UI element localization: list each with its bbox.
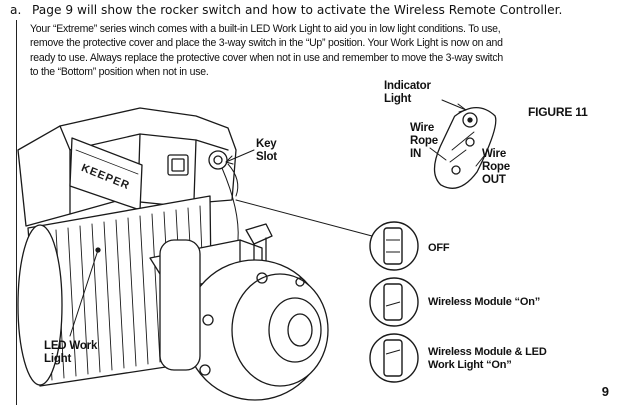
page-number: 9	[601, 384, 609, 399]
paragraph-line: Your “Extreme” series winch comes with a…	[30, 23, 501, 35]
switch-label-off: OFF	[428, 242, 450, 254]
rocker-switch-off	[369, 221, 419, 271]
label-line: Rope	[482, 161, 510, 173]
key-slot-label: Key Slot	[256, 138, 277, 164]
label-line: Rope	[410, 135, 438, 147]
intro-line: a. Page 9 will show the rocker switch and…	[10, 2, 630, 18]
switch-label-wireless-led: Wireless Module & LED Work Light “On”	[428, 346, 547, 372]
wire-rope-in-label: Wire Rope IN	[410, 122, 438, 161]
manual-page-border	[16, 20, 621, 405]
label-line: LED Work	[44, 340, 98, 352]
instructions-paragraph: Your “Extreme” series winch comes with a…	[30, 22, 621, 79]
figure-title: FIGURE 11	[528, 105, 588, 119]
label-line: Work Light “On”	[428, 359, 512, 371]
label-line: Slot	[256, 151, 277, 163]
indicator-light-label: Indicator Light	[384, 80, 431, 106]
label-line: OUT	[482, 174, 506, 186]
label-line: Key	[256, 138, 277, 150]
led-work-light-label: LED Work Light	[44, 340, 97, 366]
rocker-switch-wireless	[369, 277, 419, 327]
label-line: Light	[44, 353, 72, 365]
label-line: Wire	[410, 122, 435, 134]
paragraph-line: remove the protective cover and place th…	[30, 37, 503, 50]
label-line: Light	[384, 93, 412, 105]
label-line: Indicator	[384, 80, 431, 92]
label-line: IN	[410, 148, 422, 160]
paragraph-line: to the “Bottom” position when not in use…	[30, 65, 209, 78]
paragraph-line: ready to use. Always replace the protect…	[30, 51, 504, 64]
label-line: Wireless Module & LED	[428, 346, 547, 358]
intro-text: Page 9 will show the rocker switch and h…	[32, 3, 563, 17]
switch-label-wireless: Wireless Module “On”	[428, 296, 541, 308]
rocker-switch-wireless-led	[369, 333, 419, 383]
list-marker: a.	[10, 3, 22, 17]
label-line: Wire	[482, 148, 507, 160]
wire-rope-out-label: Wire Rope OUT	[482, 148, 510, 187]
